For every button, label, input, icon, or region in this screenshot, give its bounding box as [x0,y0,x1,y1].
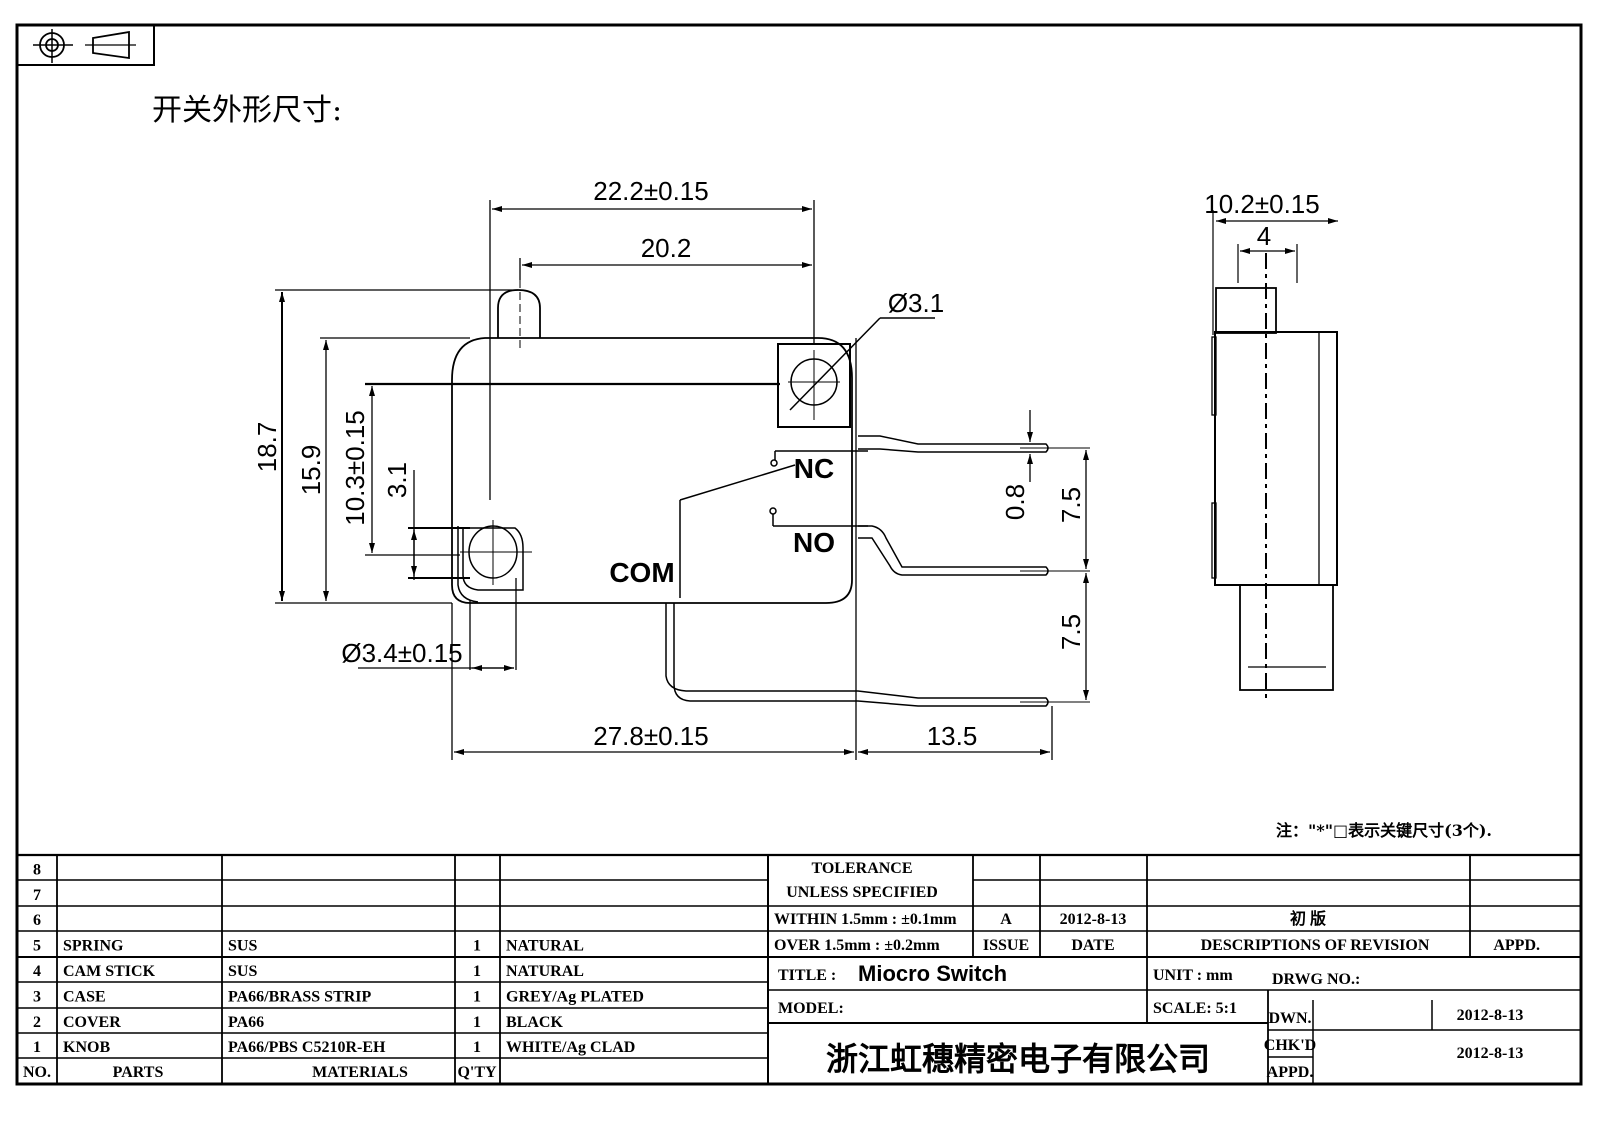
dim-height-body: 15.9 [296,445,326,496]
parts-table [17,853,1581,1083]
dim-plunger-width: 4 [1257,221,1271,251]
row-qty: 1 [473,1014,481,1031]
table-row: 8 [33,861,41,878]
tolerance-within: WITHIN 1.5mm : ±0.1mm [774,911,957,928]
drawing-heading: 开关外形尺寸: [152,93,342,128]
dim-hole-lower-height: 3.1 [382,462,412,498]
sheet-border [15,23,1583,1086]
header-parts: PARTS [113,1064,164,1081]
side-view-dimension-labels: 10.2±0.15 4 [1204,189,1319,251]
dim-terminal-length: 13.5 [927,721,978,751]
dim-mount-hole-dia-upper: Ø3.1 [888,288,944,318]
row-part: CAM STICK [63,963,156,980]
front-view-dimension-labels: 22.2±0.15 20.2 Ø3.1 18.7 15.9 10.3±0.15 … [252,176,1086,751]
row-finish: BLACK [506,1014,563,1031]
row-material: SUS [228,963,257,980]
unit-label: UNIT : mm [1153,967,1233,984]
row-material: PA66/PBS C5210R-EH [228,1039,386,1056]
row-finish: GREY/Ag PLATED [506,988,644,1005]
row-finish: WHITE/Ag CLAD [506,1039,635,1056]
title-label: TITLE : [778,967,836,984]
row-finish: NATURAL [506,938,584,955]
row-part: SPRING [63,938,124,955]
row-material: PA66 [228,1014,264,1031]
table-row: 4 CAM STICK SUS 1 NATURAL [33,963,584,980]
row-qty: 1 [473,938,481,955]
header-qty: Q'TY [457,1064,497,1081]
table-row: 1 KNOB PA66/PBS C5210R-EH 1 WHITE/Ag CLAD [33,1039,635,1056]
drawn-label: DWN. [1268,1010,1311,1027]
terminal-label-com: COM [609,557,674,588]
row-no: 5 [33,938,41,955]
approved-label: APPD. [1267,1064,1314,1081]
row-no: 7 [33,887,41,904]
dim-pitch-no-com: 7.5 [1056,614,1086,650]
dim-side-width: 10.2±0.15 [1204,189,1319,219]
side-view [1211,210,1338,700]
header-no: NO. [23,1064,51,1081]
row-part: CASE [63,988,106,1005]
table-row: 6 [33,912,41,929]
table-row: 2 COVER PA66 1 BLACK [33,1014,563,1031]
checked-date: 2012-8-13 [1457,1045,1524,1062]
row-no: 2 [33,1014,41,1031]
row-qty: 1 [473,963,481,980]
row-part: COVER [63,1014,121,1031]
table-row: 5 SPRING SUS 1 NATURAL [33,938,584,955]
dim-plunger-to-mount: 20.2 [641,233,692,263]
dim-mount-hole-dia-lower: Ø3.4±0.15 [341,638,462,668]
front-view [451,280,1090,707]
row-no: 3 [33,988,41,1005]
drawing-no-label: DRWG NO.: [1272,971,1360,988]
terminal-label-no: NO [793,527,835,558]
tolerance-line1: TOLERANCE [811,860,912,877]
first-angle-projection-icon [16,24,155,66]
revision-date: 2012-8-13 [1060,911,1127,928]
header-description: DESCRIPTIONS OF REVISION [1201,937,1430,954]
checked-label: CHK'D [1264,1037,1316,1054]
row-no: 6 [33,912,41,929]
revision-issue: A [1000,911,1012,928]
dim-pitch-nc-no: 7.5 [1056,487,1086,523]
table-row: 3 CASE PA66/BRASS STRIP 1 GREY/Ag PLATED [33,988,644,1005]
front-view-dimension-lines [275,200,1089,760]
tolerance-line2: UNLESS SPECIFIED [786,884,938,901]
header-issue: ISSUE [983,937,1029,954]
terminal-label-nc: NC [794,453,834,484]
revision-description: 初 版 [1290,909,1326,928]
scale-label: SCALE: 5:1 [1153,1000,1237,1017]
dim-height-overall: 18.7 [252,422,282,473]
header-materials: MATERIALS [312,1064,408,1081]
row-material: SUS [228,938,257,955]
header-date: DATE [1071,937,1114,954]
row-no: 4 [33,963,41,980]
model-label: MODEL: [778,1000,844,1017]
drawn-date: 2012-8-13 [1457,1007,1524,1024]
tolerance-over: OVER 1.5mm : ±0.2mm [774,937,940,954]
row-finish: NATURAL [506,963,584,980]
dim-terminal-thickness: 0.8 [1000,484,1030,520]
row-no: 1 [33,1039,41,1056]
table-row: 7 [33,887,41,904]
row-material: PA66/BRASS STRIP [228,988,372,1005]
dim-hole-spacing-vertical: 10.3±0.15 [340,410,370,525]
company-name: 浙江虹穗精密电子有限公司 [826,1040,1210,1078]
title-value: Miocro Switch [858,961,1007,986]
dim-body-length: 27.8±0.15 [593,721,708,751]
title-block: TOLERANCE UNLESS SPECIFIED WITHIN 1.5mm … [774,860,1540,1081]
row-qty: 1 [473,1039,481,1056]
row-qty: 1 [473,988,481,1005]
dim-overall-pivot-to-mount: 22.2±0.15 [593,176,708,206]
parts-table-header: NO. PARTS MATERIALS Q'TY [23,1064,497,1081]
header-appd: APPD. [1493,937,1540,954]
row-part: KNOB [63,1039,110,1056]
key-dimension-note: 注："*"□表示关键尺寸(3个). [1276,821,1492,840]
row-no: 8 [33,861,41,878]
